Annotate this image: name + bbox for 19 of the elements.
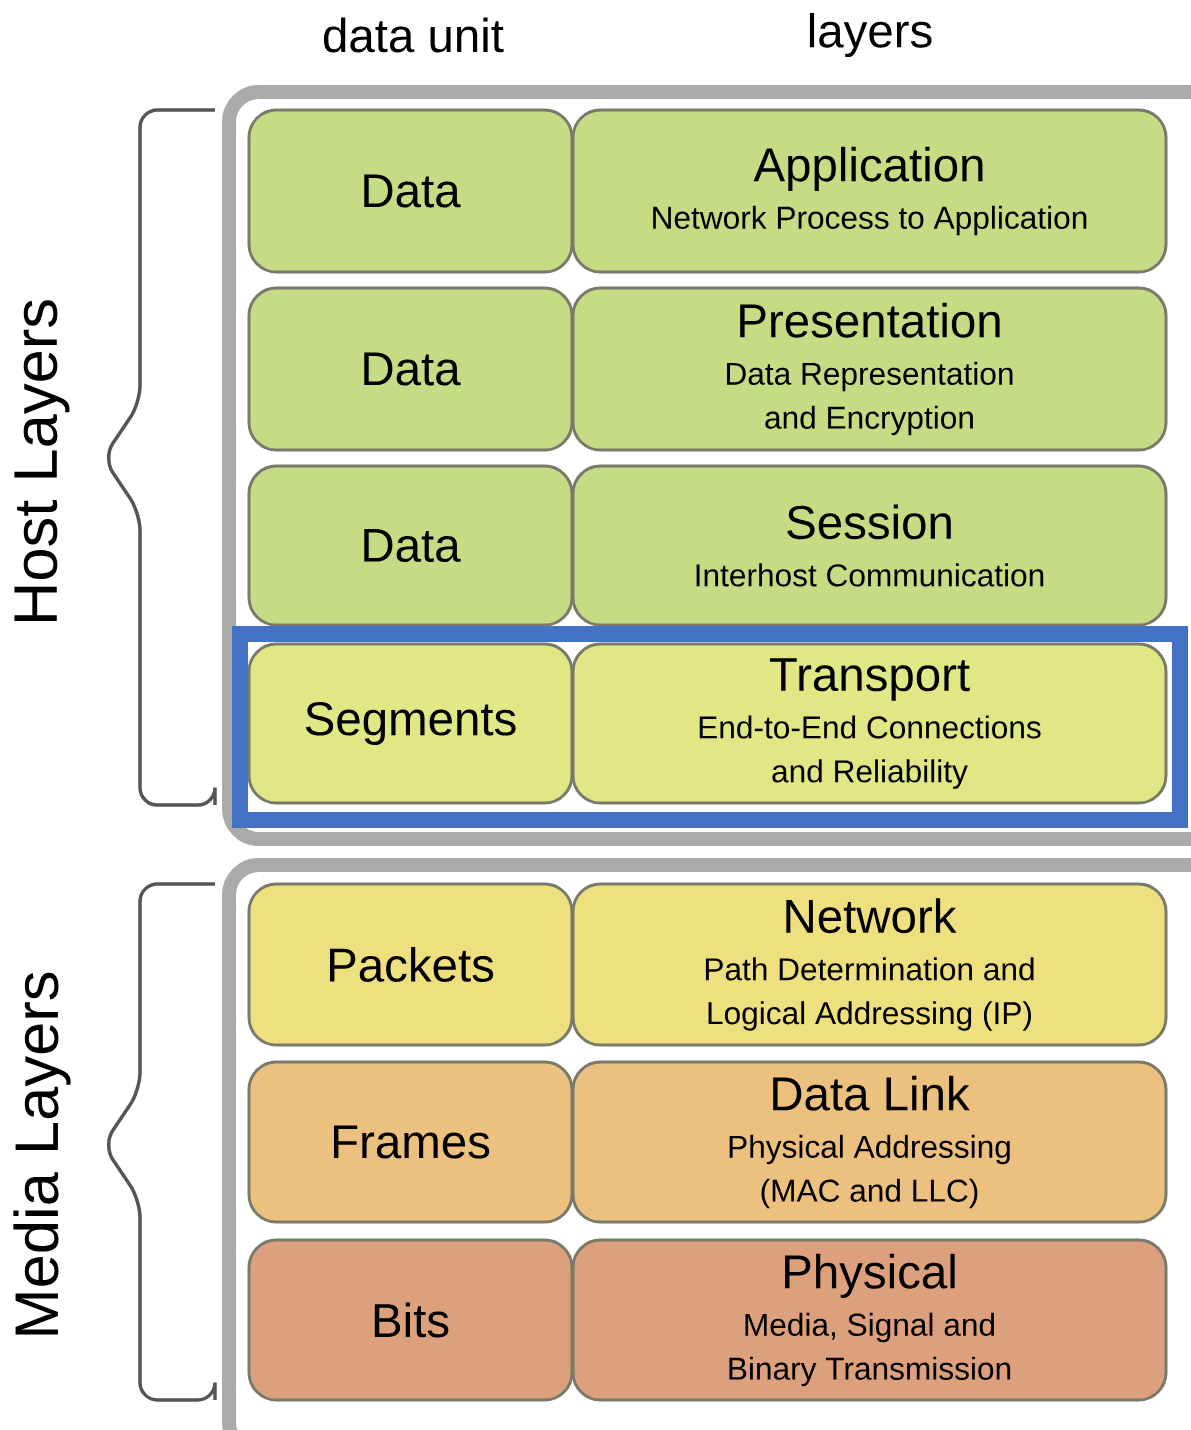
layer-box: Session Interhost Communication (571, 464, 1168, 627)
highlight-box (232, 626, 1188, 828)
layer-box: Physical Media, Signal and Binary Transmission (571, 1238, 1168, 1402)
layer-box: Presentation Data Representation and Encryption (571, 286, 1168, 452)
data-unit-box: Bits (247, 1238, 574, 1402)
group-label: Host Layers (14, 300, 70, 622)
data-unit-box: Packets (247, 882, 574, 1047)
group-label: Media Layers (13, 972, 71, 1335)
data-unit-box: Data (247, 464, 574, 627)
layer-box: Application Network Process to Application (571, 108, 1168, 274)
layer-box: Transport End-to-End Connections and Reliability (571, 642, 1168, 805)
data-unit-box: Frames (247, 1060, 574, 1224)
data-unit-box: Segments (247, 642, 574, 805)
data-unit-box: Data (247, 286, 574, 452)
column-header: data unit (323, 17, 504, 53)
layer-box: Data Link Physical Addressing (MAC and LLC) (571, 1060, 1168, 1224)
layer-box: Network Path Determination and Logical Addressing (IP) (571, 882, 1168, 1047)
column-header: layers (809, 12, 932, 58)
data-unit-box: Data (247, 108, 574, 274)
